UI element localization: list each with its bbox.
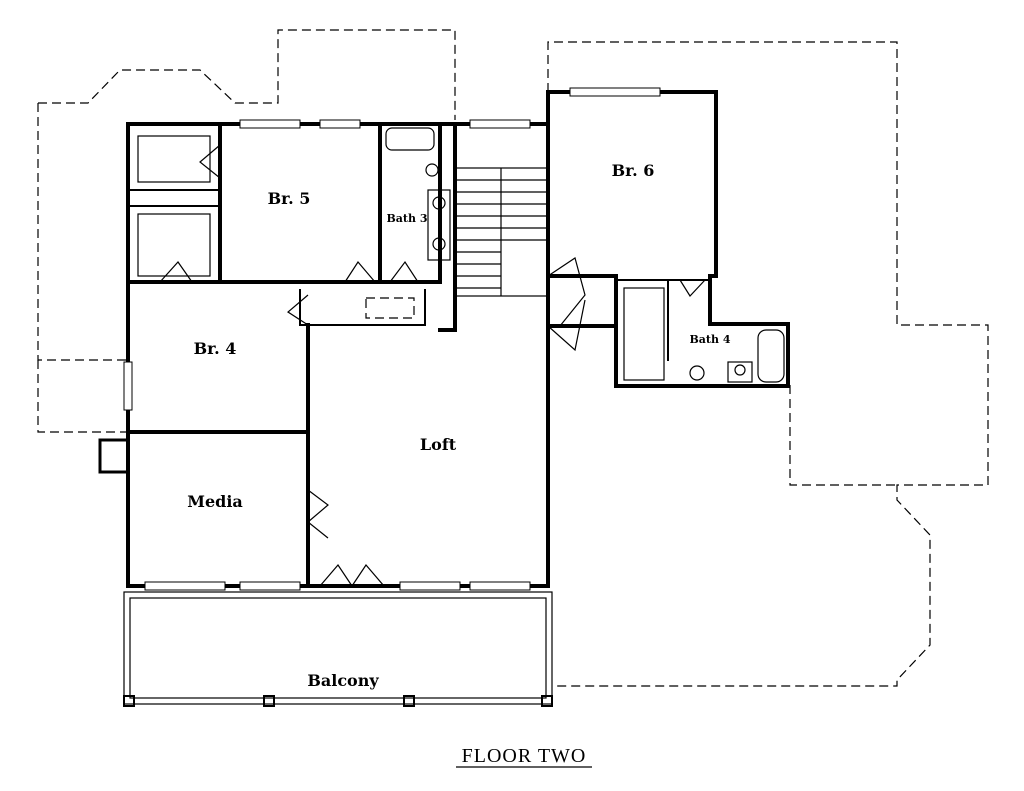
plan-title: FLOOR TWO (462, 745, 587, 767)
label-media: Media (187, 492, 243, 511)
label-balcony: Balcony (307, 671, 379, 690)
label-br6: Br. 6 (612, 161, 655, 180)
label-bath4: Bath 4 (690, 333, 731, 346)
windows (123, 87, 661, 591)
doors (159, 144, 706, 588)
balcony-railing (123, 591, 553, 707)
stairs (454, 167, 549, 297)
label-br5: Br. 5 (268, 189, 311, 208)
label-bath3: Bath 3 (387, 212, 428, 225)
label-loft: Loft (420, 435, 457, 454)
bath4-fixtures (689, 329, 785, 383)
closet-shelves (137, 135, 665, 381)
lower-roof-outline (37, 29, 989, 687)
bath3-fixtures (385, 127, 451, 261)
label-br4: Br. 4 (194, 339, 237, 358)
